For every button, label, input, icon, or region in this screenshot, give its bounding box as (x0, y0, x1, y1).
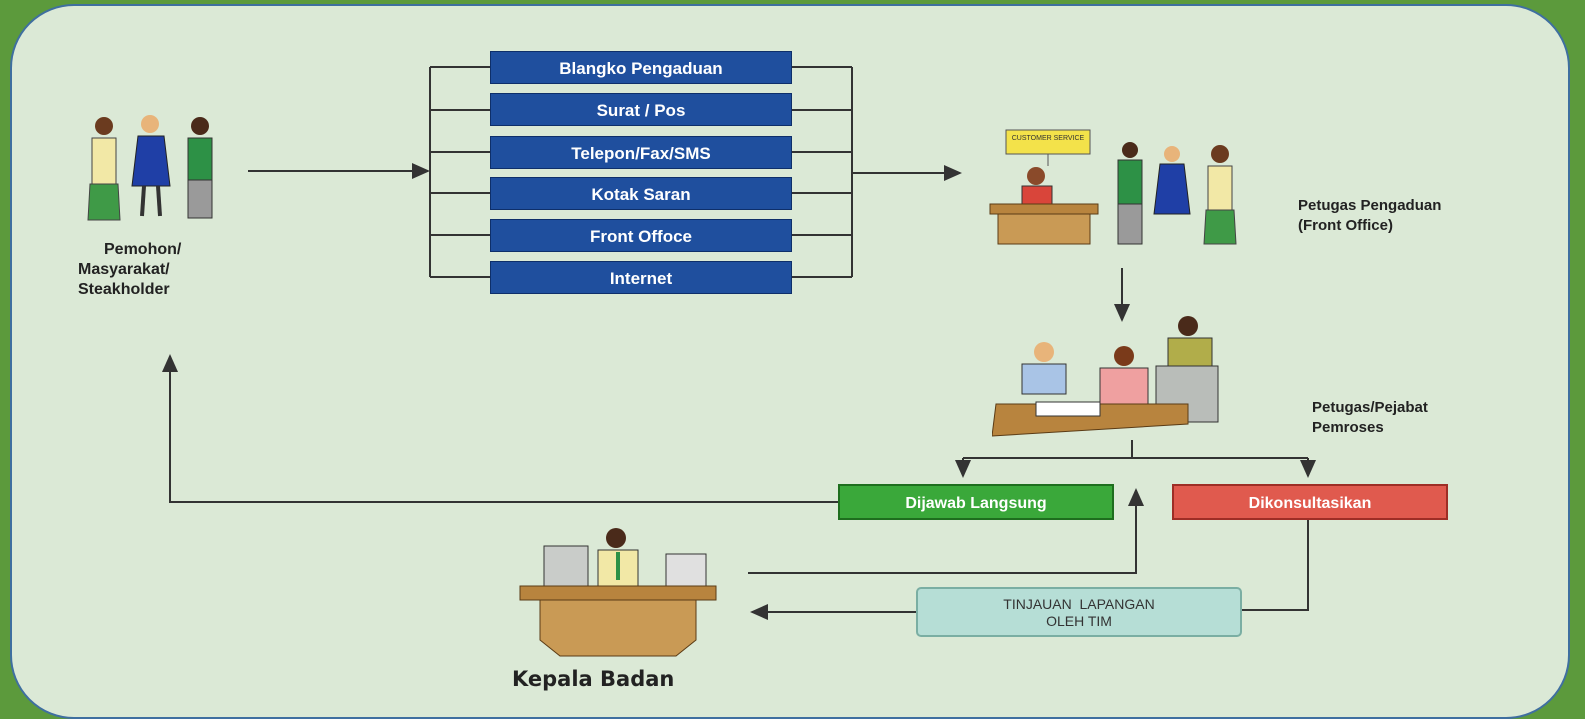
channel-front-office: Front Offoce (490, 219, 792, 252)
head-of-agency-illustration (519, 528, 717, 657)
front-office-illustration: CUSTOMER SERVICE (989, 129, 1237, 245)
applicant-group-illustration (87, 115, 213, 221)
front-office-label-line1: Petugas Pengaduan (1298, 197, 1442, 214)
field-review-box: TINJAUAN LAPANGAN OLEH TIM (916, 587, 1242, 637)
processor-illustration (992, 316, 1219, 437)
channel-internet: Internet (490, 261, 792, 294)
arrow-head-to-direct (748, 488, 1144, 574)
applicant-label-line3: Steakholder (78, 281, 170, 298)
channel-telepon-fax-sms: Telepon/Fax/SMS (490, 136, 792, 169)
consult-box: Dikonsultasikan (1172, 484, 1448, 520)
field-review-line1: TINJAUAN LAPANGAN (1003, 596, 1155, 612)
applicant-label-line1: Pemohon/ (104, 241, 182, 258)
channel-kotak-saran: Kotak Saran (490, 177, 792, 210)
field-review-line2: OLEH TIM (1046, 613, 1112, 629)
applicant-label-line2: Masyarakat/ (78, 261, 170, 278)
channel-surat-pos: Surat / Pos (490, 93, 792, 126)
processor-label-line1: Petugas/Pejabat (1312, 399, 1428, 416)
sign-text: CUSTOMER SERVICE (1012, 135, 1085, 142)
channel-blangko-pengaduan: Blangko Pengaduan (490, 51, 792, 84)
arrow-direct-to-applicant (162, 354, 838, 503)
processor-label-line2: Pemroses (1312, 419, 1384, 436)
front-office-label-line2: (Front Office) (1298, 217, 1393, 234)
direct-answer-box: Dijawab Langsung (838, 484, 1114, 520)
head-of-agency-label: Kepala Badan (512, 667, 675, 691)
